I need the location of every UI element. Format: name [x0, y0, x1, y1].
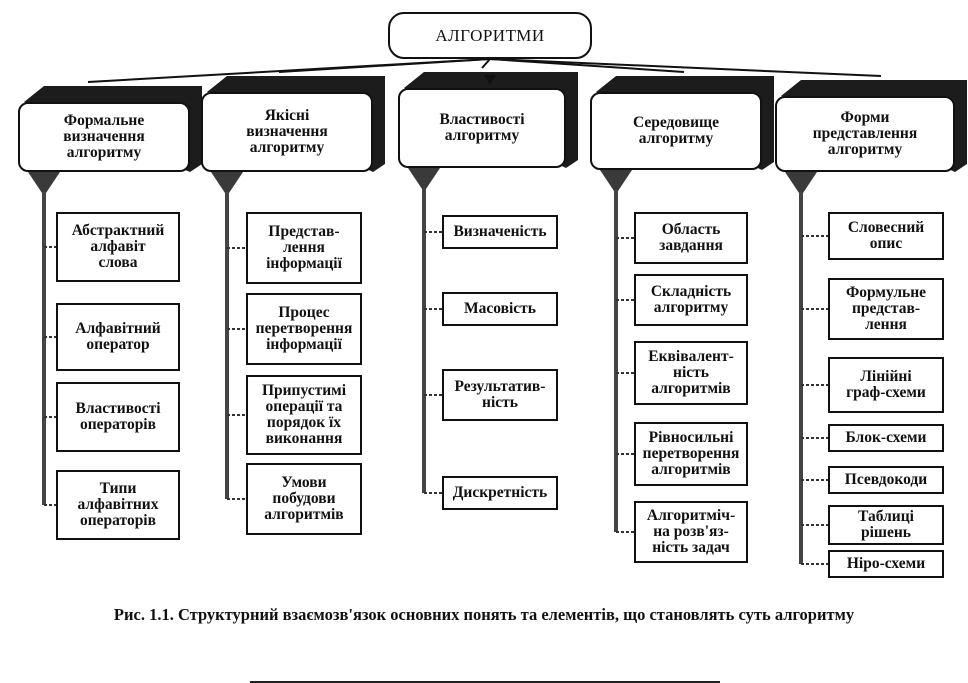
root-node: АЛГОРИТМИ	[388, 12, 592, 59]
item-decision-tables: Таблиці рішень	[828, 505, 944, 545]
item-verbal-description: Словесний опис	[828, 212, 944, 260]
item-alphabetic-operator: Алфавітний оператор	[56, 303, 180, 371]
category-funnel	[211, 172, 243, 196]
item-equivalent-transformations: Рівносильні перетворення алгоритмів	[634, 422, 748, 486]
item-formula-representation: Формульне представ- лення	[828, 278, 944, 340]
item-algorithm-equivalence: Еквівалент- ність алгоритмів	[634, 341, 748, 405]
item-alphabetic-operator-types: Типи алфавітних операторів	[56, 470, 180, 540]
root-connector	[278, 58, 491, 73]
category-representation-forms: Форми представлення алгоритму	[775, 96, 955, 172]
item-pseudocode: Псевдокоди	[828, 466, 944, 494]
category-funnel	[600, 170, 632, 194]
arrow-head	[484, 75, 496, 85]
item-task-domain: Область завдання	[634, 212, 748, 264]
item-flowcharts: Блок-схеми	[828, 424, 944, 452]
item-algorithmic-solvability: Алгоритміч- на розв'яз- ність задач	[634, 501, 748, 563]
item-discreteness: Дискретність	[442, 476, 558, 510]
item-allowed-operations-order: Припустимі операції та порядок їх викона…	[246, 375, 362, 455]
item-nero-schemes: Ніро-схеми	[828, 550, 944, 578]
item-information-transformation: Процес перетворення інформації	[246, 293, 362, 365]
category-environment: Середовище алгоритму	[590, 92, 762, 170]
figure-caption: Рис. 1.1. Структурний взаємозв'язок осно…	[113, 605, 855, 624]
item-information-representation: Представ- лення інформації	[246, 212, 362, 284]
item-algorithm-complexity: Складність алгоритму	[634, 274, 748, 326]
item-operator-properties: Властивості операторів	[56, 382, 180, 452]
item-abstract-alphabet-words: Абстрактний алфавіт слова	[56, 212, 180, 282]
category-properties: Властивості алгоритму	[398, 88, 566, 168]
item-algorithm-construction-conditions: Умови побудови алгоритмів	[246, 463, 362, 535]
category-funnel	[785, 172, 817, 196]
item-determinacy: Визначеність	[442, 215, 558, 249]
item-mass-character: Масовість	[442, 292, 558, 326]
item-linear-flow-graphs: Лінійні граф-схеми	[828, 357, 944, 413]
root-connector	[481, 58, 491, 69]
root-connector	[489, 58, 882, 77]
category-funnel	[408, 168, 440, 192]
item-effectiveness: Результатив- ність	[442, 369, 558, 421]
category-qualitative-definitions: Якісні визначення алгоритму	[201, 92, 373, 172]
bottom-rule	[250, 681, 720, 683]
category-funnel	[28, 172, 60, 196]
category-formal-definition: Формальне визначення алгоритму	[18, 102, 190, 172]
